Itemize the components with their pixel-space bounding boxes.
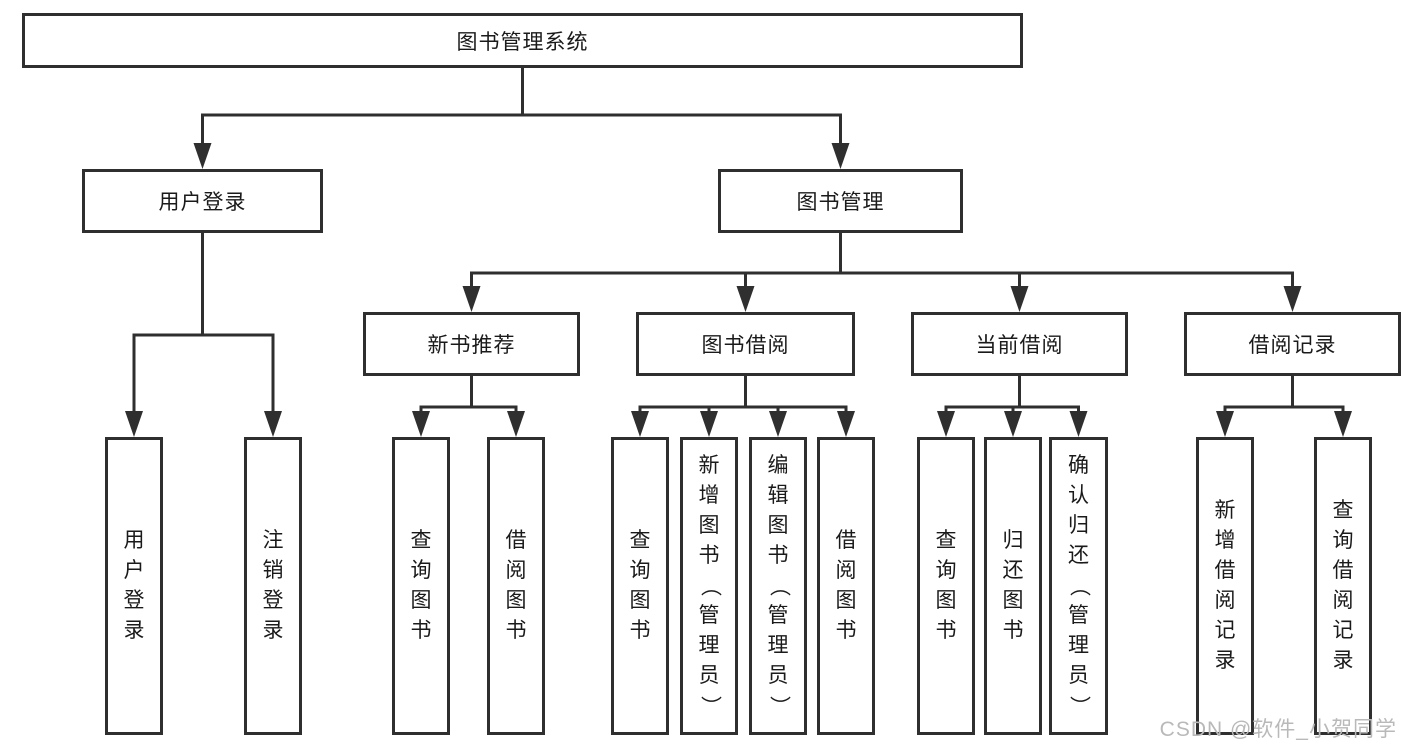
arrowhead-icon [937, 411, 955, 437]
node-label: 查询图书 [410, 529, 432, 642]
node-borrow-records: 借阅记录 [1184, 312, 1401, 376]
node-leaf-edit-book: 编辑图书（管理员） [749, 437, 807, 735]
arrowhead-icon [1069, 411, 1088, 437]
node-leaf-query-cur: 查询图书 [917, 437, 975, 735]
arrowhead-icon [837, 411, 855, 437]
node-leaf-user-login: 用户登录 [105, 437, 163, 735]
arrowhead-icon [631, 411, 649, 437]
node-label: 编辑图书（管理员） [767, 454, 790, 717]
arrowhead-icon [264, 411, 282, 437]
watermark: CSDN @软件_小贺同学 [1159, 718, 1397, 741]
node-label: 确认归还（管理员） [1067, 454, 1091, 717]
arrowhead-icon [1334, 411, 1352, 437]
node-root: 图书管理系统 [22, 13, 1023, 68]
node-label: 注销登录 [262, 529, 284, 642]
arrowhead-icon [1216, 411, 1234, 437]
node-label: 查询图书 [935, 529, 957, 642]
arrowhead-icon [1283, 286, 1302, 312]
arrowhead-icon [700, 411, 718, 437]
node-leaf-borrow-book: 借阅图书 [817, 437, 875, 735]
node-label: 借阅图书 [835, 529, 857, 642]
node-book-mgmt: 图书管理 [718, 169, 963, 233]
node-label: 新增借阅记录 [1214, 499, 1236, 672]
arrowhead-icon [736, 286, 755, 312]
node-leaf-confirm-return: 确认归还（管理员） [1049, 437, 1108, 735]
node-current-borrow: 当前借阅 [911, 312, 1128, 376]
arrowhead-icon [193, 143, 212, 169]
node-leaf-query-record: 查询借阅记录 [1314, 437, 1372, 735]
node-label: 新增图书（管理员） [698, 454, 721, 717]
node-user-login: 用户登录 [82, 169, 323, 233]
arrowhead-icon [1004, 411, 1022, 437]
arrowhead-icon [507, 411, 525, 437]
node-leaf-borrow-new: 借阅图书 [487, 437, 545, 735]
arrowhead-icon [462, 286, 481, 312]
arrowhead-icon [831, 143, 850, 169]
node-leaf-add-record: 新增借阅记录 [1196, 437, 1254, 735]
node-label: 归还图书 [1002, 529, 1024, 642]
arrowhead-icon [412, 411, 430, 437]
arrowhead-icon [1010, 286, 1029, 312]
node-label: 查询借阅记录 [1332, 499, 1354, 672]
node-leaf-query-book: 查询图书 [611, 437, 669, 735]
arrowhead-icon [125, 411, 143, 437]
node-leaf-return-book: 归还图书 [984, 437, 1042, 735]
node-label: 查询图书 [629, 529, 651, 642]
node-leaf-logout: 注销登录 [244, 437, 302, 735]
node-label: 借阅图书 [505, 529, 527, 642]
node-new-books: 新书推荐 [363, 312, 580, 376]
node-label: 用户登录 [123, 529, 145, 642]
node-leaf-add-book: 新增图书（管理员） [680, 437, 738, 735]
arrowhead-icon [769, 411, 787, 437]
node-leaf-query-new: 查询图书 [392, 437, 450, 735]
node-book-borrow: 图书借阅 [636, 312, 855, 376]
